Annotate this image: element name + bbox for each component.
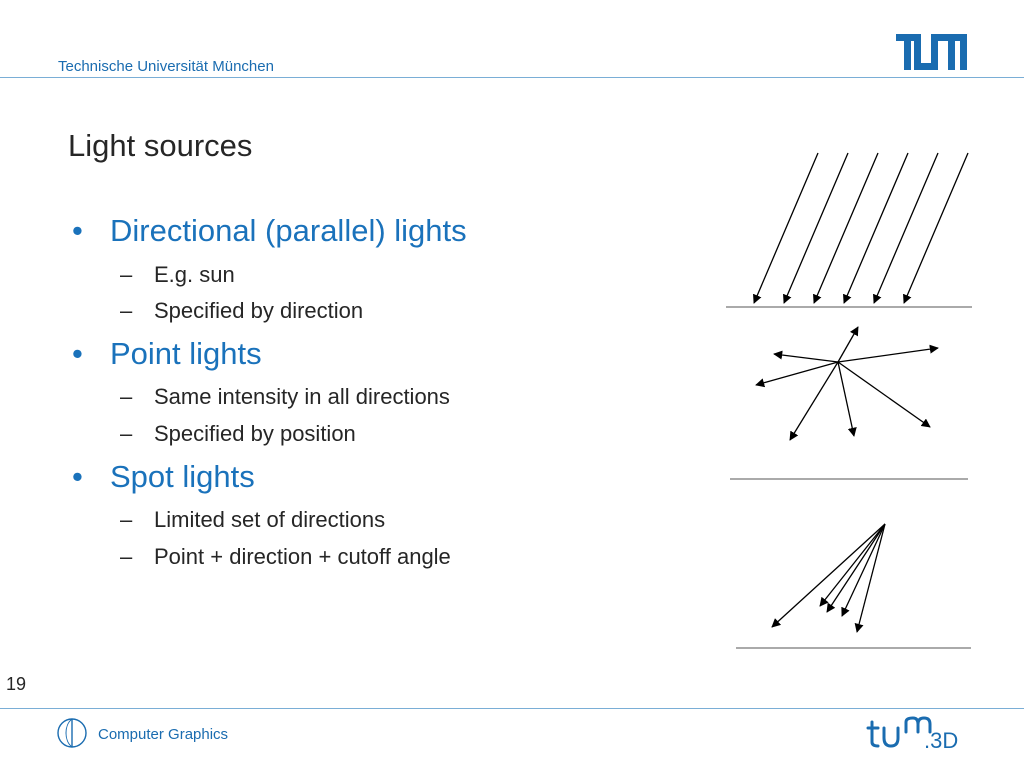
subitem-same-intensity: –Same intensity in all directions — [120, 384, 450, 410]
subitem-label: Point + direction + cutoff angle — [154, 544, 451, 569]
point-ray — [837, 326, 859, 363]
directional-ray — [813, 152, 879, 304]
directional-ray — [873, 152, 939, 304]
bullet-spot-lights: • Spot lights — [72, 459, 255, 495]
directional-ray — [783, 152, 849, 304]
subitem-specified-position: –Specified by position — [120, 421, 356, 447]
bullet-label: Point lights — [110, 336, 262, 371]
dash-icon: – — [120, 544, 133, 569]
spot-ray — [826, 523, 886, 613]
dash-icon: – — [120, 507, 133, 532]
subitem-label: Specified by position — [154, 421, 356, 446]
course-name: Computer Graphics — [98, 726, 229, 743]
directional-lights-diagram — [726, 152, 972, 308]
bullet-label: Spot lights — [110, 459, 255, 494]
directional-ray — [903, 152, 969, 304]
bullet-point-lights: • Point lights — [72, 336, 262, 372]
dash-icon: – — [120, 298, 133, 323]
point-ray — [773, 350, 839, 363]
directional-ray — [753, 152, 819, 304]
bullet-directional: • Directional (parallel) lights — [72, 213, 467, 249]
bullet-dot-icon: • — [72, 336, 83, 371]
bullet-dot-icon: • — [72, 459, 83, 494]
spot-ray — [841, 523, 886, 617]
tum-logo — [896, 34, 968, 77]
bullet-label: Directional (parallel) lights — [110, 213, 467, 248]
light-sources-diagram — [726, 152, 972, 649]
dash-icon: – — [120, 262, 133, 287]
dash-icon: – — [120, 421, 133, 446]
dash-icon: – — [120, 384, 133, 409]
subitem-label: E.g. sun — [154, 262, 235, 287]
subitem-label: Limited set of directions — [154, 507, 386, 532]
point-ray — [837, 361, 931, 428]
slide-title: Light sources — [68, 128, 253, 163]
footer-divider — [0, 708, 1024, 709]
svg-text:.3D: .3D — [924, 728, 958, 752]
globe-icon — [56, 717, 88, 754]
spot-ray — [819, 523, 886, 607]
spot-light-diagram — [736, 523, 971, 649]
subitem-eg-sun: –E.g. sun — [120, 262, 235, 288]
header-university-name: Technische Universität München — [58, 58, 274, 75]
spot-ray — [854, 523, 886, 633]
header-divider — [0, 77, 1024, 78]
bullet-dot-icon: • — [72, 213, 83, 248]
subitem-specified-direction: –Specified by direction — [120, 298, 363, 324]
page-number: 19 — [6, 674, 27, 694]
point-ray — [755, 361, 839, 388]
tum3d-logo: .3D — [866, 716, 976, 757]
subitem-point-direction-cutoff: –Point + direction + cutoff angle — [120, 544, 451, 570]
subitem-label: Specified by direction — [154, 298, 364, 323]
spot-ray — [771, 523, 886, 628]
point-ray — [789, 361, 839, 441]
point-ray — [837, 344, 939, 363]
directional-ray — [843, 152, 909, 304]
subitem-limited-directions: –Limited set of directions — [120, 507, 385, 533]
point-light-diagram — [730, 326, 968, 480]
point-ray — [837, 361, 857, 437]
subitem-label: Same intensity in all directions — [154, 384, 450, 409]
